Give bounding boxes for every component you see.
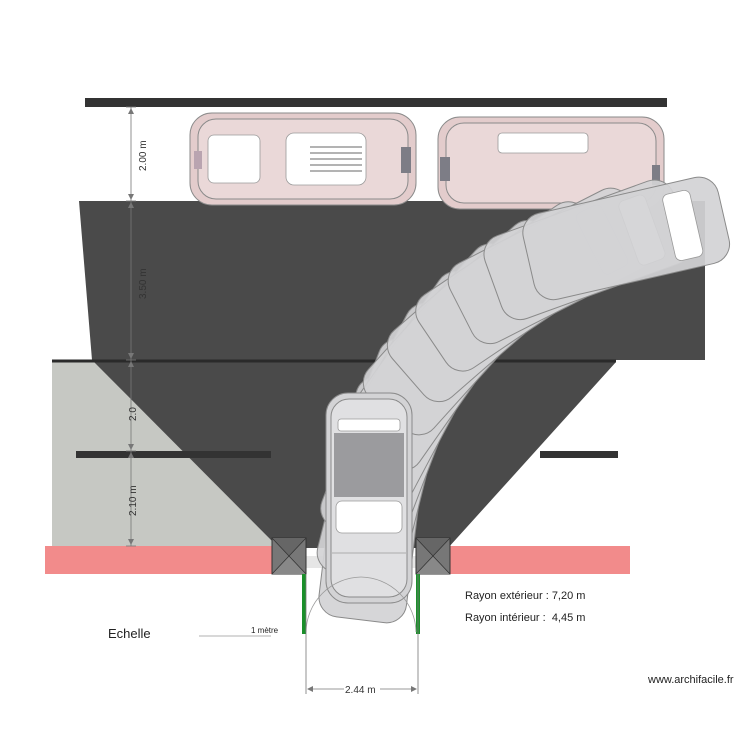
scale-label: Echelle [108,626,151,641]
swept-path-car [522,176,731,301]
top-wall [85,98,667,107]
watermark: www.archifacile.fr [647,674,734,686]
dimension-2-10: 2.10 m [128,485,139,516]
pillar-left [271,537,307,575]
gate-swing-left [305,576,362,633]
parked-car-right [437,116,665,210]
parked-car-left [189,112,417,206]
scale-unit: 1 mètre [251,626,279,635]
dimension-3-50: 3.50 m [138,268,149,299]
pillar-right [415,537,451,575]
middle-right-wall [540,451,618,458]
middle-left-wall [76,451,271,458]
sidewalk-right [446,546,630,574]
moving-car-final [325,392,413,604]
vertical-dimension-chain [126,106,136,547]
dimension-2-00: 2.00 m [138,140,149,171]
sidewalk-left [45,546,285,574]
dimension-width: 2.44 m [345,685,376,696]
dimension-2-0: 2.0 [128,407,139,421]
gate-swing-right [360,576,417,633]
gate-leaf-left [302,574,306,634]
outer-radius-label: Rayon extérieur : 7,20 m [465,590,585,602]
inner-radius-label: Rayon intérieur : 4,45 m [465,612,585,624]
